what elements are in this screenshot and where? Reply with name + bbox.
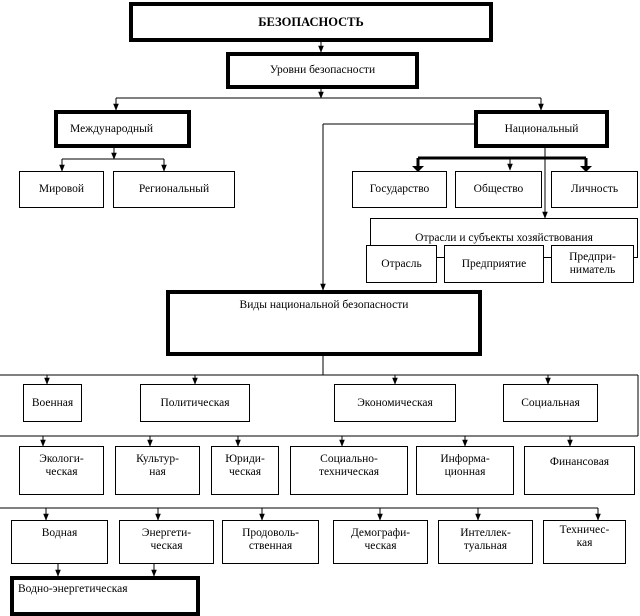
node-social: Социальная <box>503 384 598 422</box>
node-water: Водная <box>11 520 108 564</box>
node-regional: Региональный <box>113 171 235 208</box>
node-economic: Экономическая <box>334 384 456 422</box>
node-national: Национальный <box>474 110 609 148</box>
node-state: Государство <box>352 171 447 208</box>
node-sector: Отрасль <box>366 245 437 283</box>
node-ecological: Экологи- ческая <box>19 446 104 495</box>
node-technical: Техничес- кая <box>543 520 626 564</box>
title-security: БЕЗОПАСНОСТЬ <box>129 2 493 42</box>
node-society: Общество <box>455 171 542 208</box>
node-entrepreneur: Предпри- ниматель <box>551 245 634 283</box>
node-informational: Информа- ционная <box>416 446 514 495</box>
node-military: Военная <box>23 384 82 422</box>
node-national-security-kinds: Виды национальной безопасности <box>166 290 482 356</box>
node-security-levels: Уровни безопасности <box>226 52 419 89</box>
node-financial: Финансовая <box>524 446 635 495</box>
node-cultural: Культур- ная <box>115 446 200 495</box>
node-socio-technical: Социально- техническая <box>290 446 408 495</box>
node-political: Политическая <box>140 384 250 422</box>
node-water-energy: Водно-энергетическая <box>10 576 200 616</box>
node-demographic: Демографи- ческая <box>333 520 428 564</box>
node-enterprise: Предприятие <box>444 245 544 283</box>
node-legal: Юриди- ческая <box>211 446 279 495</box>
node-world: Мировой <box>19 171 104 208</box>
node-international: Международный <box>54 110 191 148</box>
node-intellectual: Интеллек- туальная <box>438 520 533 564</box>
node-energy: Энергети- ческая <box>119 520 214 564</box>
node-food: Продоволь- ственная <box>222 520 319 564</box>
node-person: Личность <box>551 171 638 208</box>
